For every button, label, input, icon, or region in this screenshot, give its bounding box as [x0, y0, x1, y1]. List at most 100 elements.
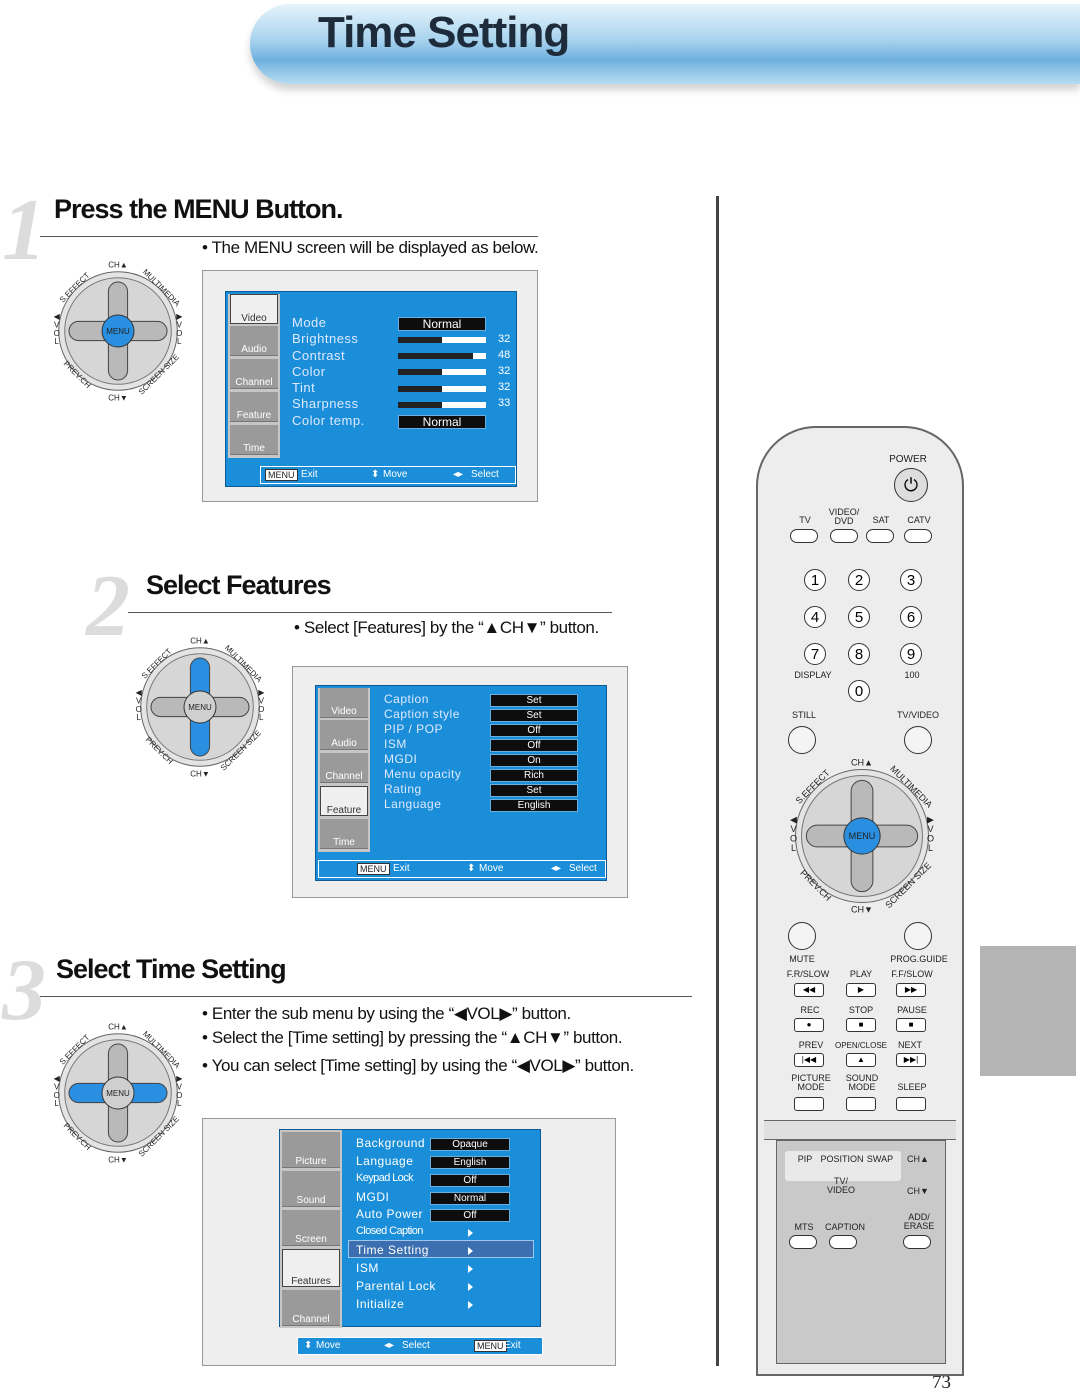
osd-2-row-value: English [490, 799, 578, 812]
osd-2-row-label: ISM [384, 737, 407, 751]
prog-guide-button[interactable] [904, 922, 932, 950]
osd-1-sidebar-video[interactable]: Video [230, 294, 278, 324]
osd-2-sidebar-time[interactable]: Time [320, 819, 368, 849]
digit-6-button[interactable]: 6 [900, 606, 922, 628]
osd-1-row-label: Color [292, 364, 326, 379]
osd-1-bar-value: 48 [498, 349, 511, 361]
fastforward-button[interactable]: ▶▶ [896, 983, 926, 997]
rec-label: REC [800, 1005, 820, 1015]
dvd-button[interactable] [830, 529, 858, 543]
play-button[interactable]: ▶ [846, 983, 876, 997]
tvvideo-label: TV/VIDEO [896, 710, 939, 720]
prev-track-icon: |◀◀ [801, 1055, 817, 1064]
osd-3-row-label: MGDI [356, 1190, 390, 1204]
dpad-vol-right-label: V [177, 320, 183, 329]
still-button[interactable] [788, 726, 816, 754]
openclose-button[interactable]: ▲ [846, 1053, 876, 1067]
dpad-menu-label: MENU [106, 1089, 130, 1098]
pause-button[interactable]: ■ [896, 1018, 926, 1032]
osd-3-screen: Picture Sound Screen Features Channel Ba… [279, 1129, 541, 1328]
sleep-button[interactable] [896, 1097, 926, 1111]
osd-2-sidebar-channel[interactable]: Channel [320, 753, 368, 783]
pause-label: PAUSE [897, 1005, 927, 1015]
osd-3-sidebar-channel[interactable]: Channel [282, 1290, 340, 1326]
osd-2-sidebar-video[interactable]: Video [320, 688, 368, 718]
step-2-rule [128, 612, 612, 613]
mts-button[interactable] [789, 1235, 817, 1249]
tv-button[interactable] [790, 529, 818, 543]
digit-8-button[interactable]: 8 [848, 643, 870, 665]
rec-button[interactable]: ● [794, 1018, 824, 1032]
power-icon: ⏻ [903, 475, 919, 495]
digit-1-button[interactable]: 1 [804, 569, 826, 591]
dpad-menu-center [843, 817, 881, 855]
step-1-heading: Press the MENU Button. [54, 194, 344, 224]
catv-button[interactable] [904, 529, 932, 543]
osd-1-bar[interactable] [398, 353, 486, 359]
rewind-button[interactable]: ◀◀ [794, 983, 824, 997]
osd-3-sidebar-screen[interactable]: Screen [282, 1210, 340, 1246]
osd-1-bar-value: 33 [498, 397, 511, 409]
digit-5-button[interactable]: 5 [848, 606, 870, 628]
osd-1-sidebar-audio[interactable]: Audio [230, 326, 278, 356]
osd-3-sidebar-picture[interactable]: Picture [282, 1132, 340, 1168]
osd-1-bar[interactable] [398, 386, 486, 392]
digit-9-button[interactable]: 9 [900, 643, 922, 665]
prev-button[interactable]: |◀◀ [794, 1053, 824, 1067]
picture-mode-button[interactable] [794, 1097, 824, 1111]
prev-label: PREV [798, 1040, 824, 1050]
power-button[interactable]: ⏻ [894, 468, 928, 502]
osd-3-highlight[interactable] [348, 1240, 534, 1258]
digit-0-button[interactable]: 0 [848, 680, 870, 702]
dpad-vol-right-label: O [176, 329, 182, 338]
leftright-icon: ◂▸ [384, 1340, 395, 1351]
osd-2-row-label: PIP / POP [384, 722, 443, 736]
osd-1-bar[interactable] [398, 402, 486, 408]
position-label: POSITION [820, 1154, 864, 1164]
osd-3-row-label[interactable]: Time Setting [356, 1243, 429, 1257]
osd-3-sidebar-features[interactable]: Features [282, 1249, 340, 1287]
power-label: POWER [889, 454, 927, 465]
stop-icon: ■ [858, 1020, 864, 1029]
tvvideo-button[interactable] [904, 726, 932, 754]
osd-1-bar[interactable] [398, 369, 486, 375]
digit-3-button[interactable]: 3 [900, 569, 922, 591]
add-erase-button[interactable] [903, 1235, 931, 1249]
dpad-vol-left-label: ◀ [136, 688, 143, 697]
osd-2-sidebar-audio[interactable]: Audio [320, 720, 368, 750]
dpad-vol-left-label: O [790, 833, 797, 843]
caption-button[interactable] [829, 1235, 857, 1249]
osd-1-sidebar-channel[interactable]: Channel [230, 359, 278, 389]
step-3-bullet-1: • Enter the sub menu by using the “◀VOL▶… [202, 1004, 571, 1023]
osd-1-footer-exit: Exit [301, 469, 318, 480]
pip-label: PIP [797, 1154, 813, 1164]
next-button[interactable]: ▶▶| [896, 1053, 926, 1067]
panel-tvvideo-label: TV/ VIDEO [826, 1176, 855, 1195]
osd-3-row-label: Background [356, 1136, 426, 1150]
dpad-ch-down-label: CH▼ [851, 904, 873, 914]
submenu-arrow-icon [468, 1247, 473, 1255]
digit-4-button[interactable]: 4 [804, 606, 826, 628]
osd-2-row-value: Off [490, 739, 578, 752]
dpad-ch-down-label: CH▼ [108, 393, 127, 402]
osd-1-bar[interactable] [398, 337, 486, 343]
dpad-vol-left-label: V [54, 320, 60, 329]
osd-1-sidebar-time[interactable]: Time [230, 425, 278, 455]
mute-button[interactable] [788, 922, 816, 950]
dpad-vol-left-label: V [790, 824, 796, 834]
stop-button[interactable]: ■ [846, 1018, 876, 1032]
updown-icon: ⬍ [304, 1340, 313, 1351]
remote-sub-panel: PIP POSITION SWAP CH▲ TV/ VIDEO CH▼ ADD/… [776, 1140, 946, 1364]
digit-2-button[interactable]: 2 [848, 569, 870, 591]
digit-7-button[interactable]: 7 [804, 643, 826, 665]
sat-button[interactable] [866, 529, 894, 543]
osd-1-sidebar-feature[interactable]: Feature [230, 392, 278, 422]
osd-3-sidebar-sound[interactable]: Sound [282, 1171, 340, 1207]
next-track-icon: ▶▶| [903, 1055, 919, 1064]
osd-3-row-value: Opaque [430, 1138, 510, 1151]
osd-2-sidebar-feature[interactable]: Feature [320, 786, 368, 816]
sound-mode-button[interactable] [846, 1097, 876, 1111]
osd-3-row-label: Initialize [356, 1297, 405, 1311]
